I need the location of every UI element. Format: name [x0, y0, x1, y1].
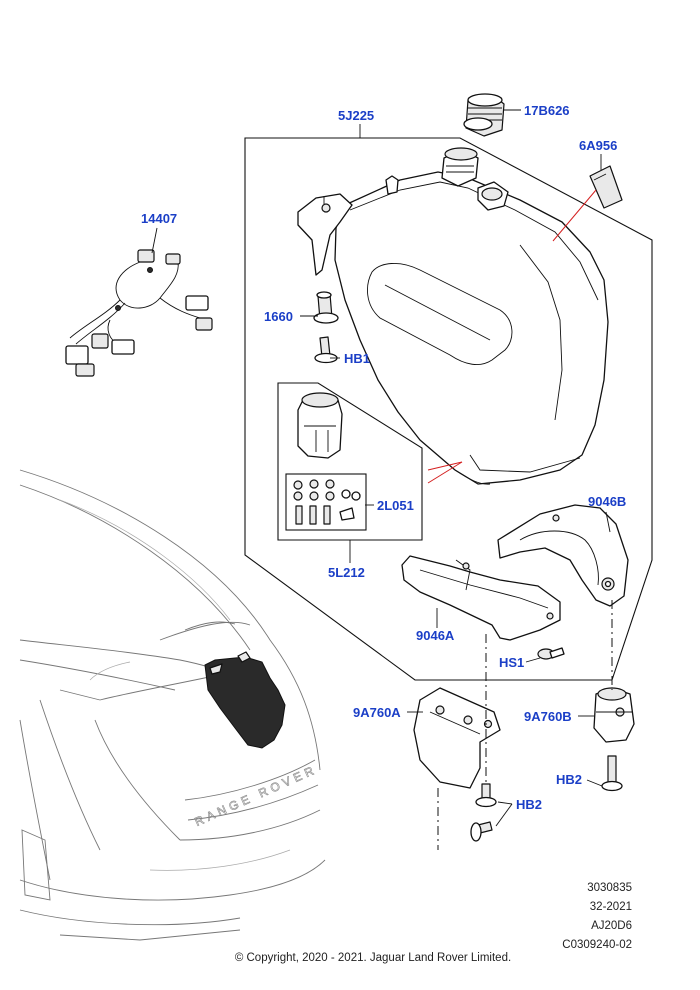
- bolt-HB2-lower: [470, 783, 497, 842]
- callout-HS1: HS1: [499, 655, 524, 670]
- drawing-metadata: 3030835 32-2021 AJ20D6 C0309240-02 © Cop…: [235, 882, 632, 964]
- screw-HS1: [537, 647, 565, 660]
- callout-5L212: 5L212: [328, 565, 365, 580]
- callout-HB2-lower: HB2: [516, 797, 542, 812]
- grommet-1660: [313, 291, 339, 324]
- mount-9A760B: [593, 687, 635, 743]
- fastener-axis-lines: [437, 600, 613, 850]
- callout-labels: 5J225 17B626 6A956 14407 1660 HB1 2L051 …: [141, 103, 626, 812]
- copyright-notice: © Copyright, 2020 - 2021. Jaguar Land Ro…: [235, 952, 511, 964]
- tank-mounting-ear: [297, 193, 353, 276]
- callout-9A760A: 9A760A: [353, 705, 401, 720]
- callout-1660: 1660: [264, 309, 293, 324]
- callout-HB2-right: HB2: [556, 772, 582, 787]
- callout-9046A: 9046A: [416, 628, 455, 643]
- callout-5J225: 5J225: [338, 108, 374, 123]
- callout-HB1: HB1: [344, 351, 370, 366]
- drawing-code: C0309240-02: [562, 939, 632, 951]
- label-6A956: [589, 165, 623, 209]
- callout-9046B: 9046B: [588, 494, 626, 509]
- pump-assembly-inset: [285, 392, 367, 531]
- date-code: 32-2021: [590, 901, 632, 913]
- callout-9A760B: 9A760B: [524, 709, 572, 724]
- wiring-harness-14407: [65, 249, 213, 377]
- callout-2L051: 2L051: [377, 498, 414, 513]
- fuel-tank: [334, 147, 609, 485]
- bolt-HB1: [314, 336, 338, 364]
- callout-14407: 14407: [141, 211, 177, 226]
- bracket-9046A: [401, 555, 561, 641]
- filler-cap-17B626: [463, 93, 505, 137]
- assembly-frame: [244, 137, 653, 681]
- bolt-HB2-right: [601, 755, 623, 792]
- model-code: AJ20D6: [591, 920, 632, 932]
- ref-number: 3030835: [587, 882, 632, 894]
- bracket-9A760A: [413, 687, 501, 789]
- callout-6A956: 6A956: [579, 138, 617, 153]
- bracket-9046B: [497, 504, 629, 607]
- leader-lines: [151, 109, 611, 827]
- callout-17B626: 17B626: [524, 103, 570, 118]
